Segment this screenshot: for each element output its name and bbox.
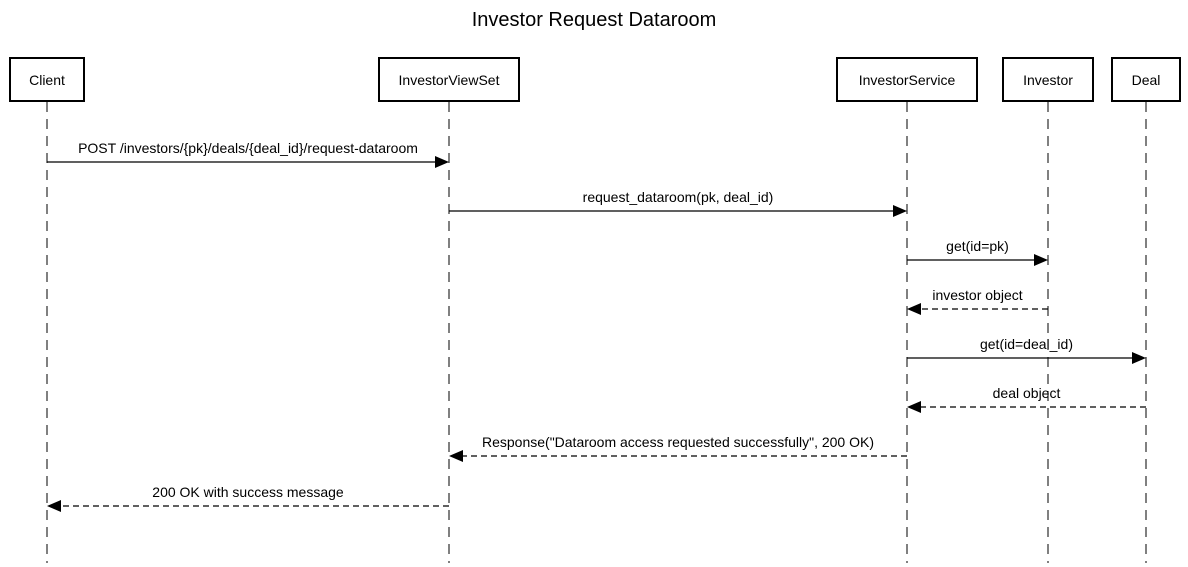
arrowhead [449,450,463,462]
arrowhead [1132,352,1146,364]
message-7: Response("Dataroom access requested succ… [449,434,907,462]
arrowhead [435,156,449,168]
message-2: request_dataroom(pk, deal_id) [449,189,907,217]
message-label: deal object [993,385,1061,401]
message-label: POST /investors/{pk}/deals/{deal_id}/req… [78,140,418,156]
participant-deal: Deal [1111,57,1181,102]
arrowhead [1034,254,1048,266]
participant-investor-service: InvestorService [836,57,978,102]
message-label: investor object [932,287,1022,303]
message-5: get(id=deal_id) [907,336,1146,364]
message-1: POST /investors/{pk}/deals/{deal_id}/req… [47,140,449,168]
participant-client: Client [9,57,85,102]
diagram-title: Investor Request Dataroom [471,9,717,31]
message-3: get(id=pk) [907,238,1048,266]
arrowhead [907,401,921,413]
message-label: get(id=deal_id) [980,336,1073,352]
message-label: 200 OK with success message [152,484,344,500]
message-label: get(id=pk) [946,238,1009,254]
message-6: deal object [907,385,1146,413]
arrowhead [893,205,907,217]
message-label: request_dataroom(pk, deal_id) [583,189,774,205]
message-8: 200 OK with success message [47,484,449,512]
message-label: Response("Dataroom access requested succ… [482,434,874,450]
arrowhead [907,303,921,315]
participant-investor: Investor [1002,57,1094,102]
arrowhead [47,500,61,512]
participant-investor-viewset: InvestorViewSet [378,57,520,102]
message-4: investor object [907,287,1048,315]
